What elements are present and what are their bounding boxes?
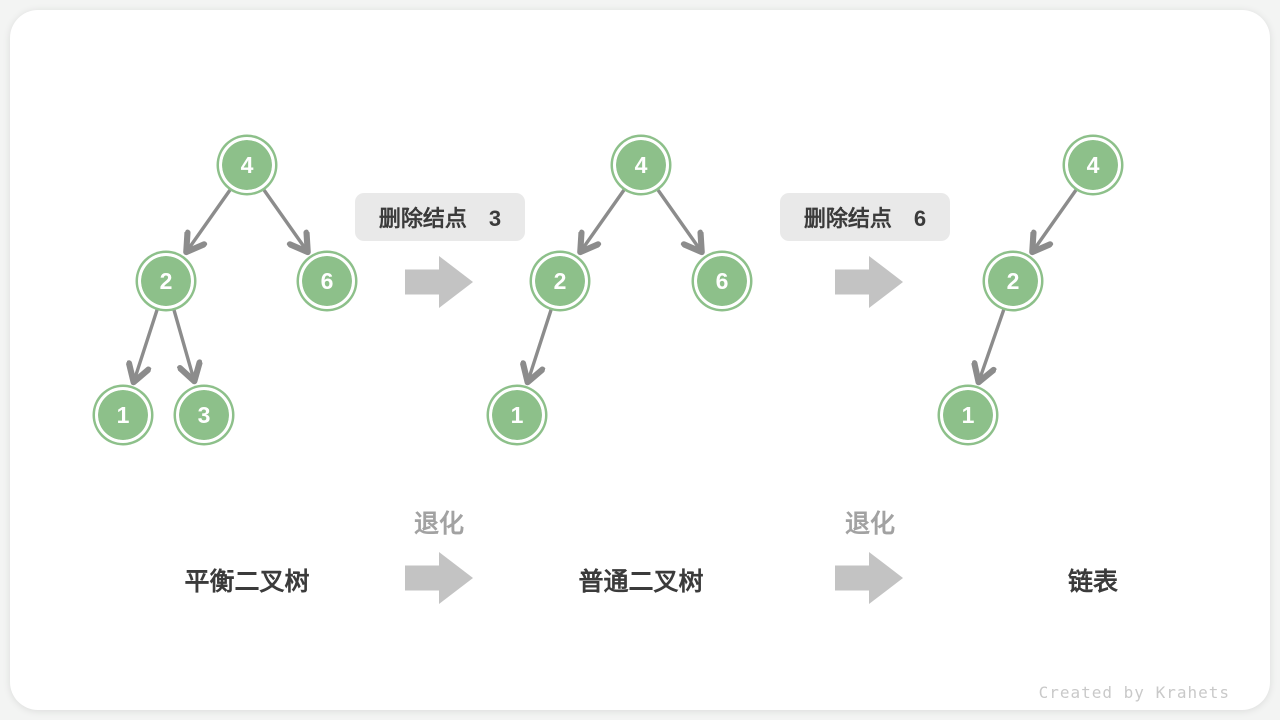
credit-text: Created by Krahets [1038,683,1230,702]
label-ordinary-binary-tree: 普通二叉树 [578,568,704,596]
tree3-edge-4-2 [1033,188,1078,251]
right-arrow-icon [835,552,903,604]
tree1-node-6: 6 [299,253,355,309]
tree2-edge-4-6 [656,188,701,251]
right-arrow-icon [835,256,903,308]
tree3-node-1: 1 [940,387,996,443]
tree3-node-4: 4 [1065,137,1121,193]
tree2-node-6: 6 [694,253,750,309]
tree1-node-2: 2 [138,253,194,309]
label-balanced-binary-tree: 平衡二叉树 [184,568,310,596]
tree2-node-4: 4 [613,137,669,193]
right-arrow-icon [405,552,473,604]
tree2-node-1: 1 [489,387,545,443]
tree1-edge-4-6 [262,188,307,251]
step-label-delete-6: 删除结点 6 [780,193,950,241]
tree2-edge-4-2 [581,188,626,251]
tree2-node-2: 2 [532,253,588,309]
tree3-edge-2-1 [979,307,1006,381]
tree1-node-3: 3 [176,387,232,443]
step-label-delete-3: 删除结点 3 [355,193,525,241]
tree1-edge-2-1 [134,308,159,381]
tree1-edge-4-2 [187,188,232,251]
diagram-card: 4 2 6 1 3 4 2 6 1 4 2 1 删除结点 3 删除结点 6 退化… [10,10,1270,710]
tree1-edge-2-3 [172,308,194,380]
degrade-caption: 退化 [413,510,464,538]
tree1-node-4: 4 [219,137,275,193]
degrade-caption: 退化 [844,510,895,538]
tree3-node-2: 2 [985,253,1041,309]
right-arrow-icon [405,256,473,308]
tree1-node-1: 1 [95,387,151,443]
label-linked-list: 链表 [1067,568,1118,596]
tree2-edge-2-1 [528,308,553,381]
